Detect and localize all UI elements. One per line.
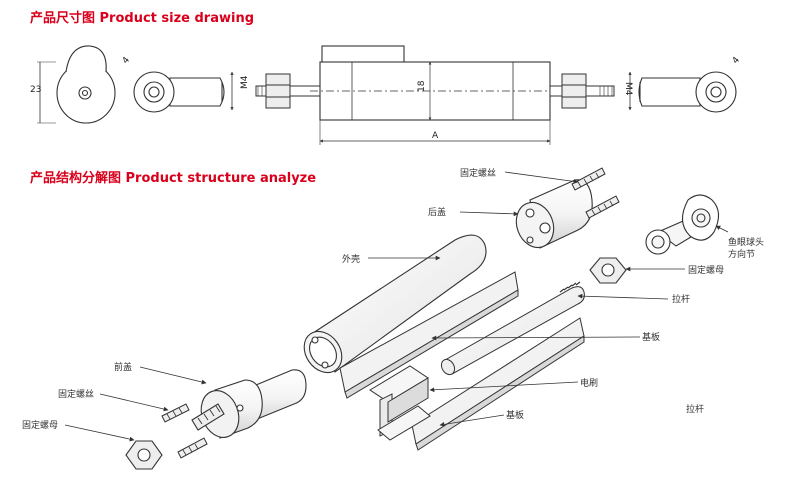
product-structure-heading: 产品结构分解图 Product structure analyze [30,171,317,186]
base-plate-top [339,271,519,399]
housing-tube [303,234,487,374]
dim-eye-side-right-text: 4 [731,55,743,66]
front-cover [191,369,307,439]
label-rod-end-line1: 鱼眼球头 [728,236,764,248]
label-rod-end-line2: 方向节 [728,248,755,260]
dim-thread-left-text: M4 [240,75,250,89]
stud-left [255,73,323,109]
rod-end-right [638,71,737,113]
label-rear-cover: 后盖 [428,206,446,218]
rear-cover [515,179,593,249]
dim-length-text: A [432,131,439,141]
fixing-nut-right [589,257,627,284]
label-pull-rod-bottom: 拉杆 [686,403,704,415]
label-brush: 电刷 [580,377,598,389]
label-pull-rod: 拉杆 [672,293,690,305]
label-fixing-nut-left: 固定螺母 [22,419,58,431]
dim-height-text: 23 [30,85,41,95]
fixing-nut-left [125,440,163,470]
brush-part [369,365,431,441]
stud-right [549,73,615,109]
actuator-body [310,45,560,121]
label-front-cover: 前盖 [114,361,132,373]
fixing-screws-left [161,403,208,459]
label-fixing-screw-top: 固定螺丝 [460,167,496,179]
product-size-drawing-heading: 产品尺寸图 Product size drawing [30,11,255,26]
label-fixing-screw-left: 固定螺丝 [58,388,94,400]
label-fixing-nut-right: 固定螺母 [688,264,724,276]
fixing-screws-top [571,167,620,219]
rod-end-left [133,71,225,113]
leader-lines [64,171,729,442]
dim-eye-side-text: 4 [121,55,133,66]
rod-end-exploded [645,194,720,255]
dim-thread-right-text: M4 [623,82,633,96]
dim-diameter-text: 18 [417,80,427,92]
base-plate-bottom [411,317,585,451]
label-base-plate-top: 基板 [642,331,660,343]
label-housing: 外壳 [342,253,360,265]
pull-rod [440,281,585,376]
side-view-end [37,45,116,124]
label-base-plate-bottom: 基板 [506,409,524,421]
